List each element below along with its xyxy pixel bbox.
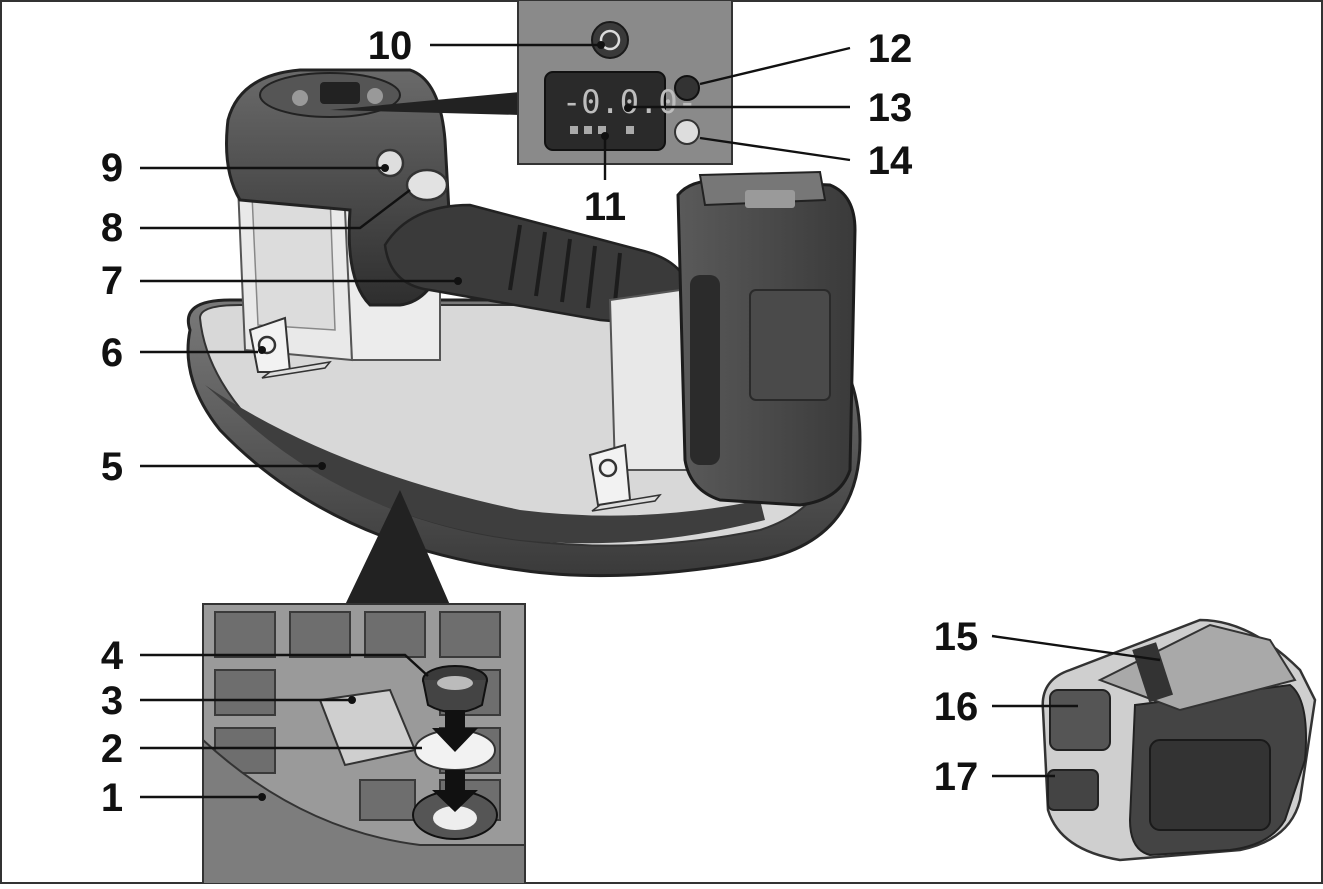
callout-1: 1 bbox=[101, 776, 123, 820]
leader-5-dot bbox=[318, 462, 326, 470]
callout-2: 2 bbox=[101, 727, 123, 771]
right-housing bbox=[608, 288, 692, 471]
suction-plate-rim bbox=[205, 385, 765, 544]
lcd-segment-4 bbox=[626, 126, 634, 134]
callout-11: 11 bbox=[584, 185, 626, 229]
leader-4 bbox=[140, 653, 429, 677]
leader-13-dot bbox=[624, 104, 632, 112]
leader-3-dot bbox=[348, 696, 356, 704]
leader-14 bbox=[699, 136, 851, 162]
button-14 bbox=[674, 119, 700, 145]
battery-charge-indicator bbox=[1047, 769, 1099, 811]
valve-cap-opening bbox=[437, 676, 473, 690]
leader-10-dot bbox=[597, 41, 605, 49]
callout-12: 12 bbox=[868, 27, 913, 71]
leader-lines bbox=[140, 41, 1161, 801]
leader-11-dot bbox=[601, 132, 609, 140]
display-inset: -0.0.0- bbox=[330, 0, 733, 165]
callout-15: 15 bbox=[934, 615, 979, 659]
installed-battery-label bbox=[749, 289, 831, 401]
inset-pointer-bottom bbox=[345, 490, 450, 605]
leader-9-dot bbox=[381, 164, 389, 172]
mini-display bbox=[320, 82, 360, 104]
suction-detail-inset bbox=[202, 490, 526, 885]
release-button-9 bbox=[375, 148, 405, 178]
battery-pack-illustration bbox=[1041, 618, 1317, 862]
callout-7: 7 bbox=[101, 259, 123, 303]
lcd-segment-2 bbox=[584, 126, 592, 134]
inset-pointer-top bbox=[330, 92, 520, 115]
valve-seat-hole bbox=[433, 806, 477, 830]
leader-6-dot bbox=[258, 346, 266, 354]
leader-15 bbox=[991, 634, 1161, 662]
installed-battery-side-grip bbox=[690, 275, 720, 465]
leader-8 bbox=[140, 189, 411, 230]
insert-arrow-upper bbox=[432, 710, 478, 752]
insert-arrow-lower bbox=[432, 770, 478, 812]
callout-8: 8 bbox=[101, 206, 123, 250]
left-housing-recess bbox=[251, 194, 336, 331]
mini-button-right bbox=[367, 88, 383, 104]
callout-17: 17 bbox=[934, 755, 979, 799]
callout-labels: 9 8 7 6 5 10 12 13 14 11 4 3 2 1 15 16 1… bbox=[101, 24, 978, 820]
battery-release-button bbox=[1049, 689, 1111, 751]
callout-4: 4 bbox=[101, 634, 124, 678]
battery-side-recess bbox=[1149, 739, 1271, 831]
callout-13: 13 bbox=[868, 86, 913, 130]
callout-10: 10 bbox=[368, 24, 413, 68]
leader-12 bbox=[699, 46, 851, 86]
callout-14: 14 bbox=[868, 139, 913, 183]
lcd-segment-1 bbox=[570, 126, 578, 134]
lashing-eye-right bbox=[588, 443, 662, 512]
power-button bbox=[591, 21, 629, 59]
lcd-segment-3 bbox=[598, 126, 606, 134]
power-symbol-icon bbox=[599, 29, 621, 51]
callout-3: 3 bbox=[101, 679, 123, 723]
button-12 bbox=[674, 75, 700, 101]
installed-battery-latch bbox=[745, 190, 795, 208]
leader-1-dot bbox=[258, 793, 266, 801]
release-button-8 bbox=[405, 168, 449, 202]
seal-lip bbox=[202, 737, 526, 885]
callout-9: 9 bbox=[101, 146, 123, 190]
leader-7-dot bbox=[454, 277, 462, 285]
callout-16: 16 bbox=[934, 685, 979, 729]
lashing-eye-left bbox=[248, 316, 332, 379]
callout-6: 6 bbox=[101, 331, 123, 375]
mini-button-left bbox=[292, 90, 308, 106]
callout-5: 5 bbox=[101, 445, 123, 489]
